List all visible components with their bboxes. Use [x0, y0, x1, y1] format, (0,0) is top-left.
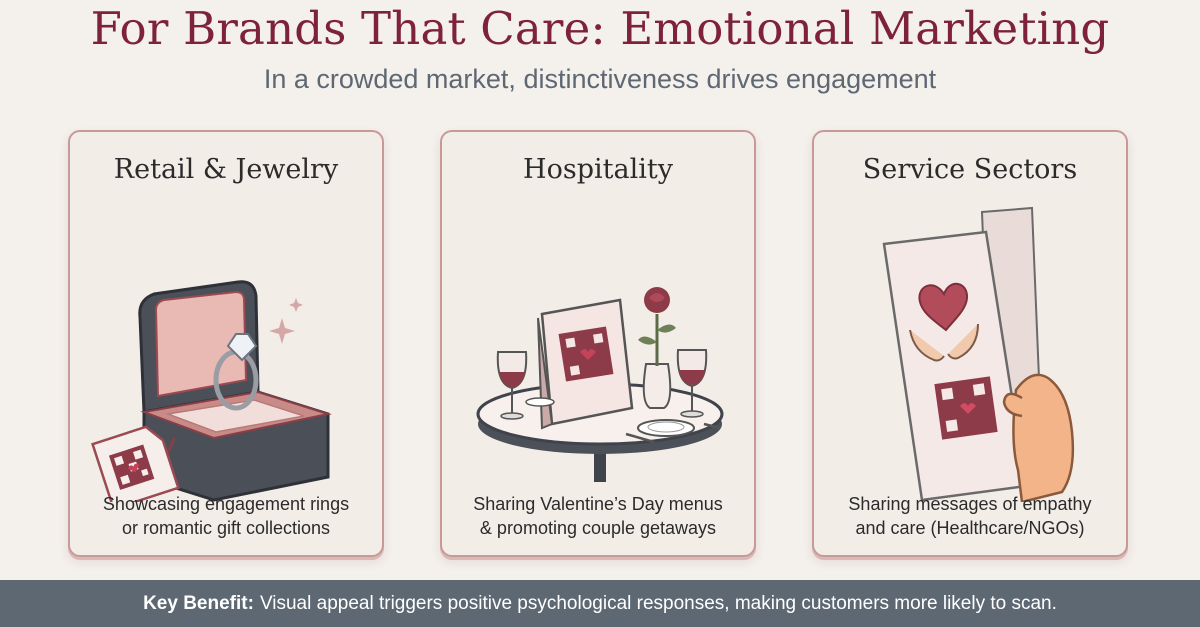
card-description: Sharing Valentine’s Day menus & promotin…	[473, 494, 723, 538]
card-title: Service Sectors	[862, 154, 1078, 185]
dinner-table-with-qr-card-icon	[450, 202, 748, 502]
key-benefit-label: Key Benefit:	[143, 592, 254, 614]
hand-holding-care-card-icon	[822, 202, 1120, 504]
page-title: For Brands That Care: Emotional Marketin…	[90, 2, 1110, 55]
card-hospitality: Hospitality	[440, 130, 756, 557]
card-title: Retail & Jewelry	[113, 154, 339, 185]
card-description: Showcasing engagement rings or romantic …	[102, 494, 350, 538]
key-benefit-banner: Key Benefit: Visual appeal triggers posi…	[0, 580, 1200, 627]
key-benefit-text: Visual appeal triggers positive psycholo…	[259, 592, 1057, 614]
card-retail-jewelry: Retail & Jewelry	[68, 130, 384, 557]
page-subtitle: In a crowded market, distinctiveness dri…	[263, 64, 937, 94]
card-service-sectors: Service Sectors Sharing messages of empa…	[812, 130, 1128, 557]
ring-box-with-qr-tag-icon	[78, 202, 376, 511]
card-description: Sharing messages of empathy and care (He…	[848, 494, 1092, 538]
card-title: Hospitality	[523, 154, 673, 185]
